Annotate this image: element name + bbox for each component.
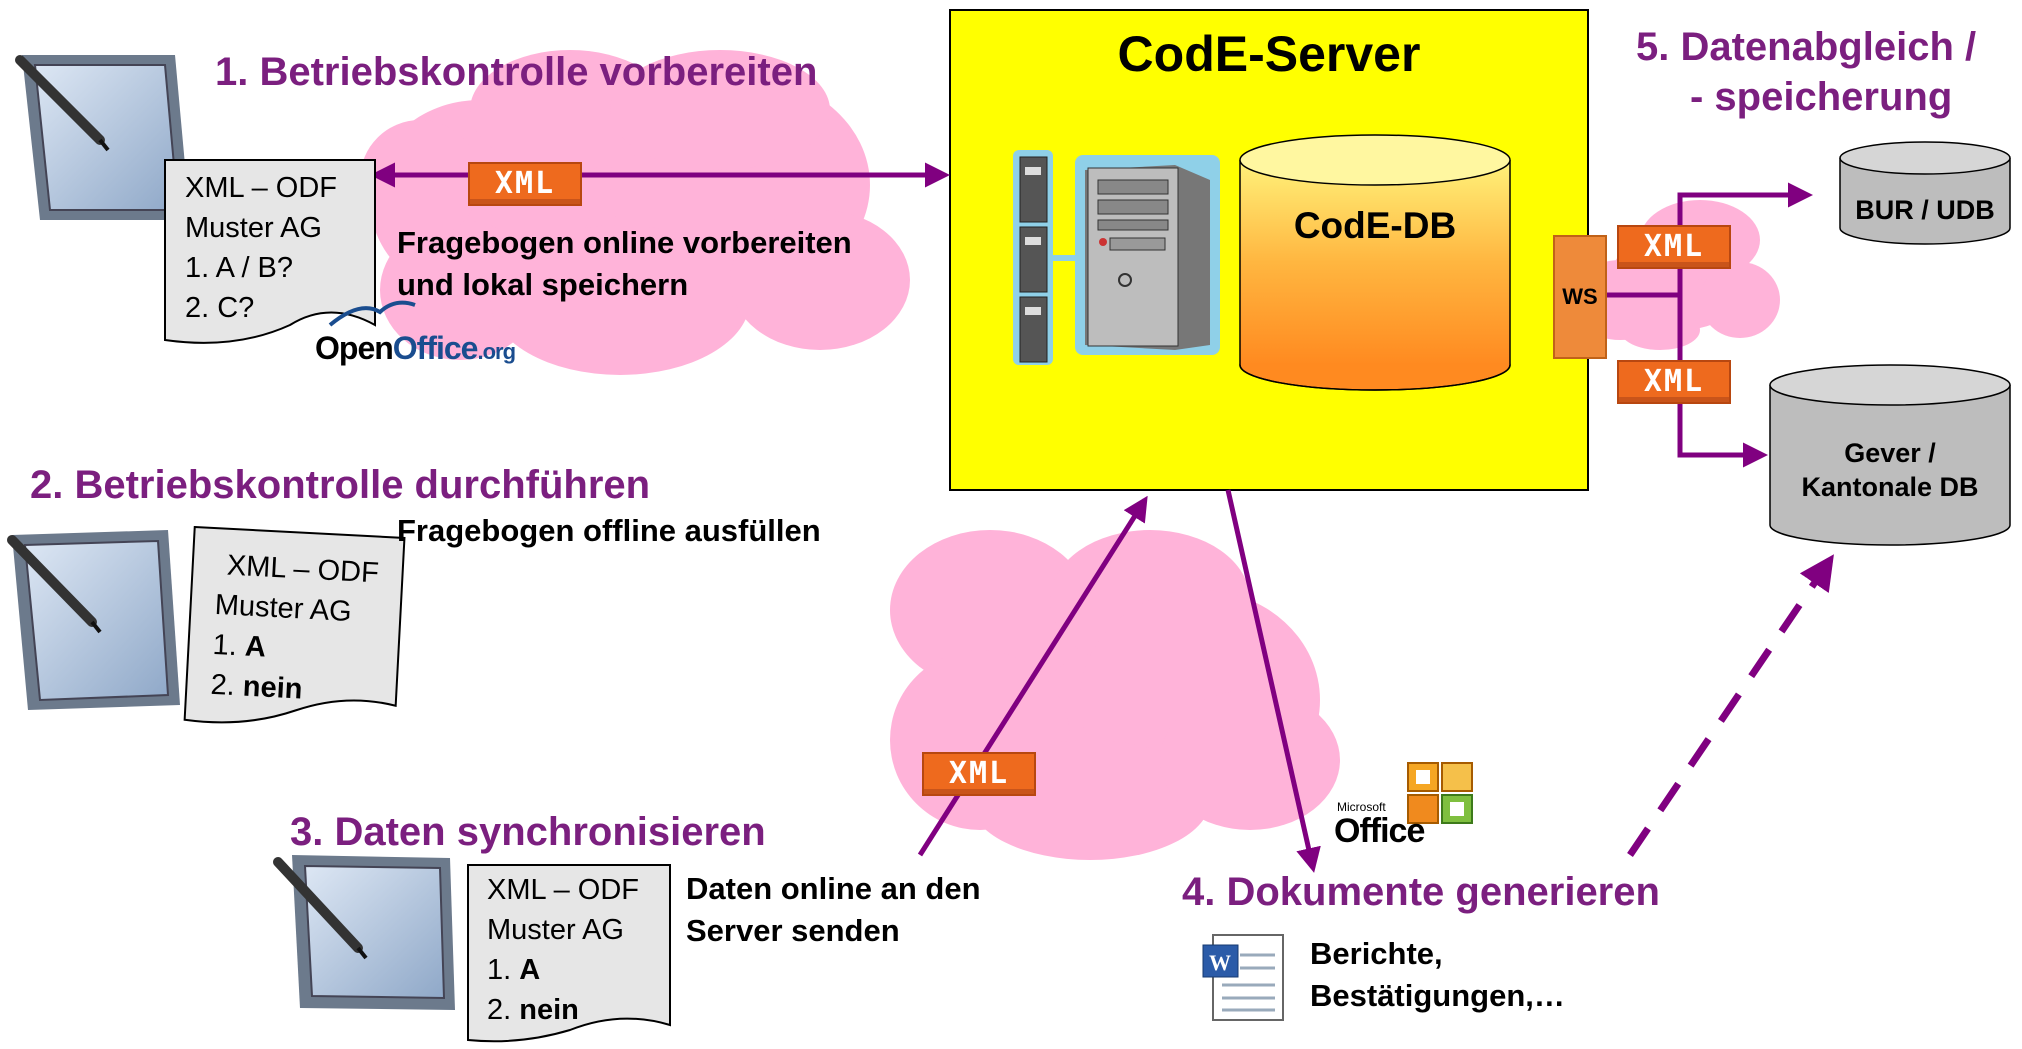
doc2-q2: 2. nein	[210, 665, 374, 713]
doc3-q1-num: 1.	[487, 954, 512, 986]
step1-label: 1. Betriebskontrolle vorbereiten	[215, 50, 818, 94]
openoffice-logo-a: Open	[315, 330, 394, 366]
note-sync-line1: Daten online an den	[686, 871, 981, 906]
openoffice-logo-b: Office	[392, 330, 479, 366]
doc3-line1: XML – ODF	[487, 874, 640, 906]
arrow-dashed-archive	[1627, 554, 1834, 857]
note-prepare-line1: Fragebogen online vorbereiten	[397, 225, 852, 260]
openoffice-gull-icon	[328, 300, 416, 327]
cloud-top	[360, 50, 910, 375]
gever-db-label-line2: Kantonale DB	[1801, 472, 1979, 502]
note-documents-line2: Bestätigungen,…	[1310, 978, 1565, 1013]
doc1-line4: 2. C?	[185, 292, 255, 324]
doc3-q1-answer: A	[519, 954, 541, 986]
step5-label-line2: - speicherung	[1690, 75, 1953, 119]
openoffice-logo: OpenOffice.org	[315, 330, 516, 367]
doc3-line2: Muster AG	[487, 914, 624, 946]
note-sync-line2: Server senden	[686, 913, 900, 948]
gever-db-label: Gever / Kantonale DB	[1770, 436, 2010, 504]
doc1-line3: 1. A / B?	[185, 252, 294, 284]
doc2-q2-num: 2.	[209, 668, 236, 703]
note-sync: Daten online an den Server senden	[686, 868, 981, 952]
step4-label: 4. Dokumente generieren	[1182, 870, 1660, 914]
doc3-q2: 2. nein	[487, 990, 639, 1030]
step3-label: 3. Daten synchronisieren	[290, 810, 766, 854]
doc1-line1: XML – ODF	[185, 172, 338, 204]
xml-badge-prepare: XML	[468, 162, 582, 206]
code-db-cylinder	[1239, 134, 1511, 391]
gever-db-cylinder	[1769, 364, 2011, 546]
note-documents-line1: Berichte,	[1310, 936, 1443, 971]
xml-badge-gever: XML	[1617, 360, 1731, 404]
ms-office-logo-text: Office	[1334, 812, 1425, 850]
tablet-icon-1	[15, 55, 190, 220]
tablet-icon-2	[7, 530, 180, 710]
openoffice-logo-c: .org	[477, 339, 516, 364]
server-rack-icon	[1013, 150, 1075, 365]
doc3-text: XML – ODF Muster AG 1. A 2. nein	[487, 870, 639, 1030]
note-documents: Berichte, Bestätigungen,…	[1310, 933, 1565, 1017]
ws-box: WS	[1553, 235, 1607, 359]
xml-badge-bur: XML	[1617, 225, 1731, 269]
doc-shape-3	[467, 864, 671, 1043]
doc3-q2-num: 2.	[487, 994, 512, 1026]
ms-office-icon	[1407, 762, 1473, 824]
doc2-q1-num: 1.	[211, 628, 238, 663]
note-prepare: Fragebogen online vorbereiten und lokal …	[397, 222, 852, 306]
server-tower-icon	[1075, 155, 1220, 355]
note-offline: Fragebogen offline ausfüllen	[397, 513, 821, 548]
bur-db-cylinder	[1839, 141, 2011, 245]
doc2-q2-answer: nein	[242, 670, 304, 706]
doc3-q2-answer: nein	[519, 994, 579, 1026]
ms-office-logo-small: Microsoft	[1337, 800, 1386, 814]
arrow-generate	[1225, 489, 1321, 873]
server-title: CodE-Server	[1117, 26, 1421, 82]
note-prepare-line2: und lokal speichern	[397, 267, 689, 302]
gever-db-label-line1: Gever /	[1844, 438, 1936, 468]
code-db-label: CodE-DB	[1293, 205, 1457, 246]
doc-shape-2	[183, 525, 406, 724]
tablet-icon-3	[273, 855, 455, 1010]
step5-label-line1: 5. Datenabgleich /	[1636, 25, 1977, 69]
ws-label: WS	[1562, 284, 1598, 309]
word-document-icon: W	[1202, 934, 1284, 1021]
doc2-text: XML – ODF Muster AG 1. A 2. nein	[210, 545, 380, 713]
bur-db-label: BUR / UDB	[1855, 195, 1995, 225]
xml-badge-sync: XML	[922, 752, 1036, 796]
doc1-text: XML – ODF Muster AG 1. A / B? 2. C?	[185, 168, 337, 328]
doc3-q1: 1. A	[487, 950, 639, 990]
doc1-line2: Muster AG	[185, 212, 322, 244]
doc2-q1-answer: A	[244, 630, 267, 664]
step2-label: 2. Betriebskontrolle durchführen	[30, 463, 651, 507]
svg-text:W: W	[1209, 950, 1231, 975]
doc-shape-1	[164, 159, 376, 344]
